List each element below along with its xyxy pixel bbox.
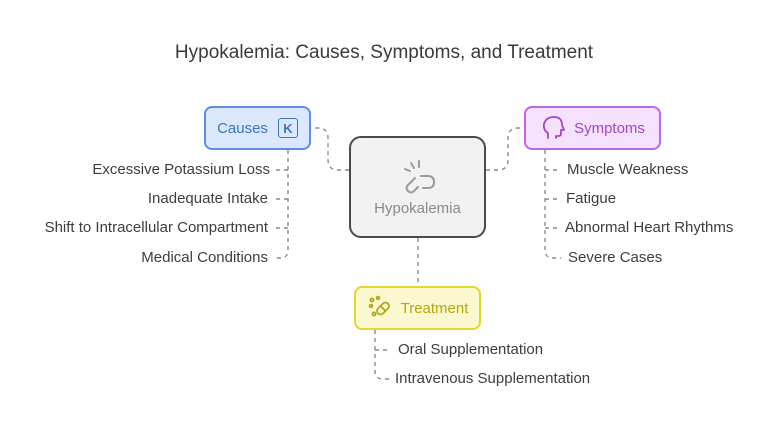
treatment-label: Treatment bbox=[400, 299, 469, 317]
causes-node: Causes K bbox=[204, 106, 311, 150]
treatment-item: Oral Supplementation bbox=[398, 341, 544, 358]
symptoms-node: Symptoms bbox=[524, 106, 661, 150]
potassium-element-icon: K bbox=[277, 118, 298, 138]
symptoms-label: Symptoms bbox=[574, 119, 645, 137]
connector-symptoms bbox=[486, 127, 524, 171]
head-profile-icon bbox=[540, 115, 566, 141]
causes-item: Inadequate Intake bbox=[147, 190, 268, 207]
causes-item: Shift to Intracellular Compartment bbox=[44, 219, 268, 236]
symptoms-spine bbox=[544, 150, 561, 259]
symptoms-item: Abnormal Heart Rhythms bbox=[565, 219, 734, 236]
causes-spine bbox=[276, 150, 289, 259]
connector-causes bbox=[311, 127, 349, 171]
treatment-spine bbox=[374, 330, 390, 380]
symptoms-item: Fatigue bbox=[566, 190, 617, 207]
center-node-hypokalemia: Hypokalemia bbox=[349, 136, 486, 238]
diagram-title: Hypokalemia: Causes, Symptoms, and Treat… bbox=[174, 42, 594, 63]
symptoms-item: Muscle Weakness bbox=[567, 161, 689, 178]
center-label: Hypokalemia bbox=[374, 199, 461, 217]
causes-label: Causes bbox=[217, 119, 268, 137]
treatment-item: Intravenous Supplementation bbox=[395, 370, 591, 387]
broken-link-icon bbox=[398, 158, 438, 194]
treatment-node: Treatment bbox=[354, 286, 481, 330]
causes-item: Medical Conditions bbox=[141, 249, 268, 266]
symptoms-item: Severe Cases bbox=[568, 249, 663, 266]
pills-icon bbox=[367, 295, 393, 321]
causes-item: Excessive Potassium Loss bbox=[92, 161, 270, 178]
